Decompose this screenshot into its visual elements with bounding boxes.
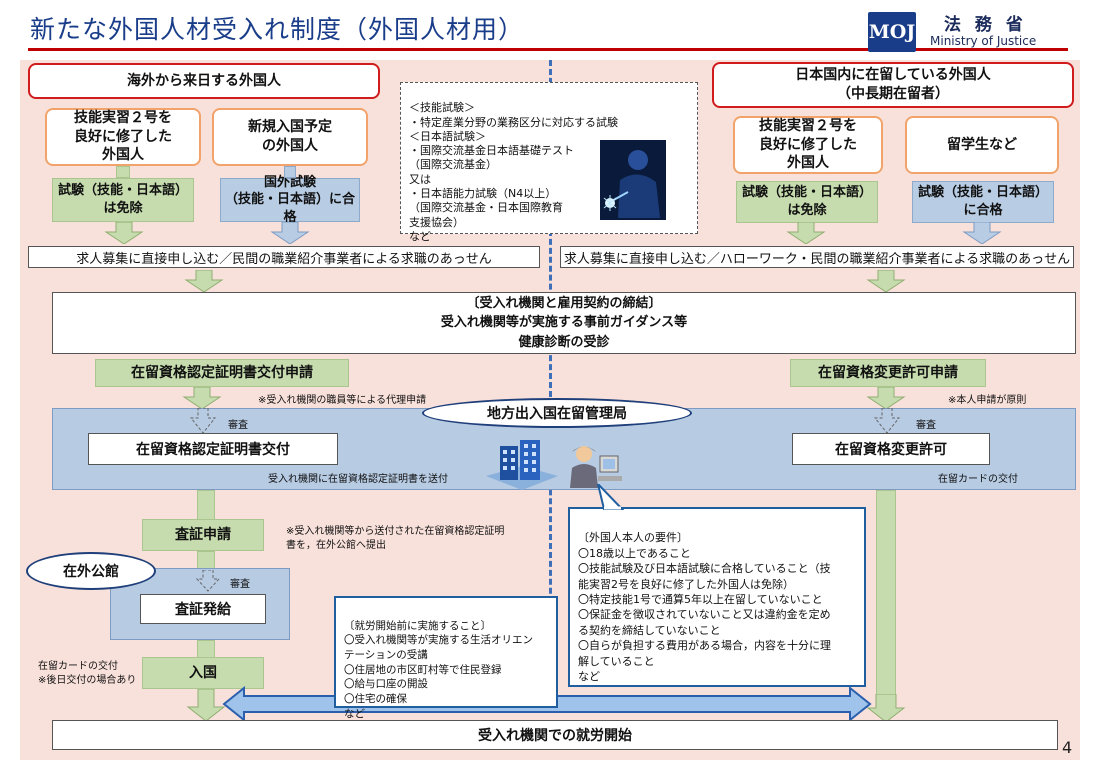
requirements-box: 〔外国人本人の要件〕 〇18歳以上であること 〇技能試験及び日本語試験に合格して… — [568, 507, 866, 687]
pre-employment-tasks-box: 〔就労開始前に実施すること〕 〇受入れ機関等が実施する生活オリエン テーションの… — [334, 596, 558, 720]
coe-application-box: 在留資格認定証明書交付申請 — [95, 359, 349, 387]
employment-start-text: 受入れ機関での就労開始 — [478, 728, 632, 744]
overseas-foreigners-heading: 海外から来日する外国人 — [28, 63, 380, 99]
page-number: 4 — [1062, 738, 1073, 757]
pre-employment-tasks-text: 〔就労開始前に実施すること〕 〇受入れ機関等が実施する生活オリエン テーションの… — [344, 619, 533, 720]
welder-illustration — [600, 140, 666, 220]
right-exam-pass-box: 試験（技能・日本語） に合格 — [912, 181, 1054, 223]
employment-start-bar: 受入れ機関での就労開始 — [52, 720, 1058, 750]
status-change-permit-text: 在留資格変更許可 — [835, 442, 947, 458]
left-exam-exempt-box: 試験（技能・日本語） は免除 — [52, 178, 194, 222]
arrow-to-start-right — [866, 694, 906, 722]
callout-pointer — [596, 484, 624, 510]
domestic-heading-line2: （中長期在留者） — [837, 86, 949, 102]
stem-left-2 — [284, 166, 296, 178]
arrow-left-2 — [270, 222, 310, 244]
contract-line2: 受入れ機関等が実施する事前ガイダンス等 — [440, 315, 688, 331]
review-arrow-left — [190, 408, 216, 434]
right-recruitment-text: 求人募集に直接申し込む／ハローワーク・民間の職業紹介事業者による求職のあっせん — [563, 251, 1071, 267]
arrow-to-bureau-right — [866, 387, 906, 409]
right-recruitment-bar: 求人募集に直接申し込む／ハローワーク・民間の職業紹介事業者による求職のあっせん — [560, 246, 1074, 268]
arrow-to-bureau-left — [182, 387, 222, 409]
building-icon — [486, 440, 558, 490]
embassy-review-arrow — [196, 570, 220, 592]
arrow-right-2 — [962, 222, 1002, 244]
self-application-note: ※本人申請が原則 — [948, 395, 1027, 406]
coe-issued-box: 在留資格認定証明書交付 — [88, 433, 338, 465]
moj-logo: MOJ — [868, 12, 916, 52]
stem-to-entry — [197, 640, 215, 658]
left-recruitment-bar: 求人募集に直接申し込む／民間の職業紹介事業者による求職のあっせん — [28, 246, 540, 268]
visa-issuance-text: 査証発給 — [175, 602, 231, 618]
contract-line3: 健康診断の受診 — [518, 334, 610, 350]
visa-submission-note: ※受入れ機関等から送付された在留資格認定証明 書を，在外公館へ提出 — [286, 526, 505, 551]
domestic-foreigners-heading: 日本国内に在留している外国人 （中長期在留者） — [712, 62, 1074, 108]
send-coe-note: 受入れ機関に在留資格認定証明書を送付 — [268, 474, 448, 485]
coe-issued-text: 在留資格認定証明書交付 — [136, 442, 290, 458]
stem-to-embassy — [197, 551, 215, 569]
title-underline — [28, 48, 1068, 51]
arrow-to-contract-right — [866, 270, 906, 292]
embassy-name: 在外公館 — [63, 564, 119, 580]
regional-immigration-bureau-label: 地方出入国在留管理局 — [422, 398, 692, 428]
requirements-text: 〔外国人本人の要件〕 〇18歳以上であること 〇技能試験及び日本語試験に合格して… — [578, 531, 831, 683]
ministry-name-en: Ministry of Justice — [930, 34, 1037, 48]
entry-box: 入国 — [142, 657, 264, 689]
ministry-name-jp: 法 務 省 — [944, 15, 1027, 35]
arrow-to-contract-left — [184, 270, 224, 292]
domestic-heading-line1: 日本国内に在留している外国人 — [795, 67, 991, 84]
bureau-name: 地方出入国在留管理局 — [487, 406, 627, 422]
visa-issuance-box: 査証発給 — [140, 594, 266, 624]
right-exam-exempt-box: 試験（技能・日本語） は免除 — [736, 181, 878, 223]
left-new-entrant-box: 新規入国予定 の外国人 — [212, 108, 368, 166]
embassy-label: 在外公館 — [26, 552, 156, 590]
visa-application-box: 査証申請 — [142, 519, 264, 551]
right-long-stem — [876, 490, 896, 698]
exam-info-text: ＜技能試験＞ ・特定産業分野の業務区分に対応する試験 ＜日本語試験＞ ・国際交流… — [409, 101, 618, 243]
employment-contract-box: 〔受入れ機関と雇用契約の締結〕 受入れ機関等が実施する事前ガイダンス等 健康診断… — [52, 292, 1076, 354]
center-divider — [549, 60, 552, 710]
right-trainee-box: 技能実習２号を 良好に修了した 外国人 — [733, 116, 883, 174]
review-arrow-right — [874, 408, 900, 434]
arrow-left-1 — [104, 222, 144, 244]
left-trainee-box: 技能実習２号を 良好に修了した 外国人 — [45, 108, 201, 166]
left-overseas-exam-box: 国外試験 （技能・日本語）に合格 — [220, 175, 360, 225]
embassy-review-label: 審査 — [230, 579, 250, 590]
stem-left-1 — [116, 166, 130, 178]
proxy-application-note: ※受入れ機関の職員等による代理申請 — [258, 395, 427, 406]
arrow-to-start-left — [186, 689, 226, 721]
contract-line1: 〔受入れ機関と雇用契約の締結〕 — [466, 295, 662, 311]
page-title: 新たな外国人材受入れ制度（外国人材用） — [30, 15, 525, 44]
status-change-application-box: 在留資格変更許可申請 — [790, 359, 986, 387]
status-change-permit-box: 在留資格変更許可 — [792, 433, 990, 465]
residence-card-note-left: 在留カードの交付 ※後日交付の場合あり — [38, 661, 137, 686]
right-student-box: 留学生など — [905, 116, 1059, 174]
arrow-right-1 — [786, 222, 826, 244]
left-recruitment-text: 求人募集に直接申し込む／民間の職業紹介事業者による求職のあっせん — [76, 251, 492, 267]
stem-to-visa-apply — [197, 490, 215, 520]
review-label-left: 審査 — [228, 420, 248, 431]
overseas-heading-text: 海外から来日する外国人 — [127, 72, 281, 89]
officer-at-computer-icon — [570, 446, 622, 488]
review-label-right: 審査 — [916, 420, 936, 431]
residence-card-note-right: 在留カードの交付 — [938, 474, 1018, 485]
